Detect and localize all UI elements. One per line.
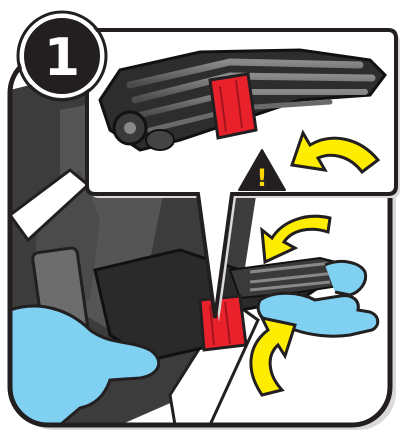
warning-glyph: ! [257, 164, 268, 192]
step-badge: 1 [18, 12, 106, 100]
step-number: 1 [44, 28, 80, 88]
red-strap-lower [200, 296, 246, 350]
red-strap-upper [210, 74, 256, 138]
